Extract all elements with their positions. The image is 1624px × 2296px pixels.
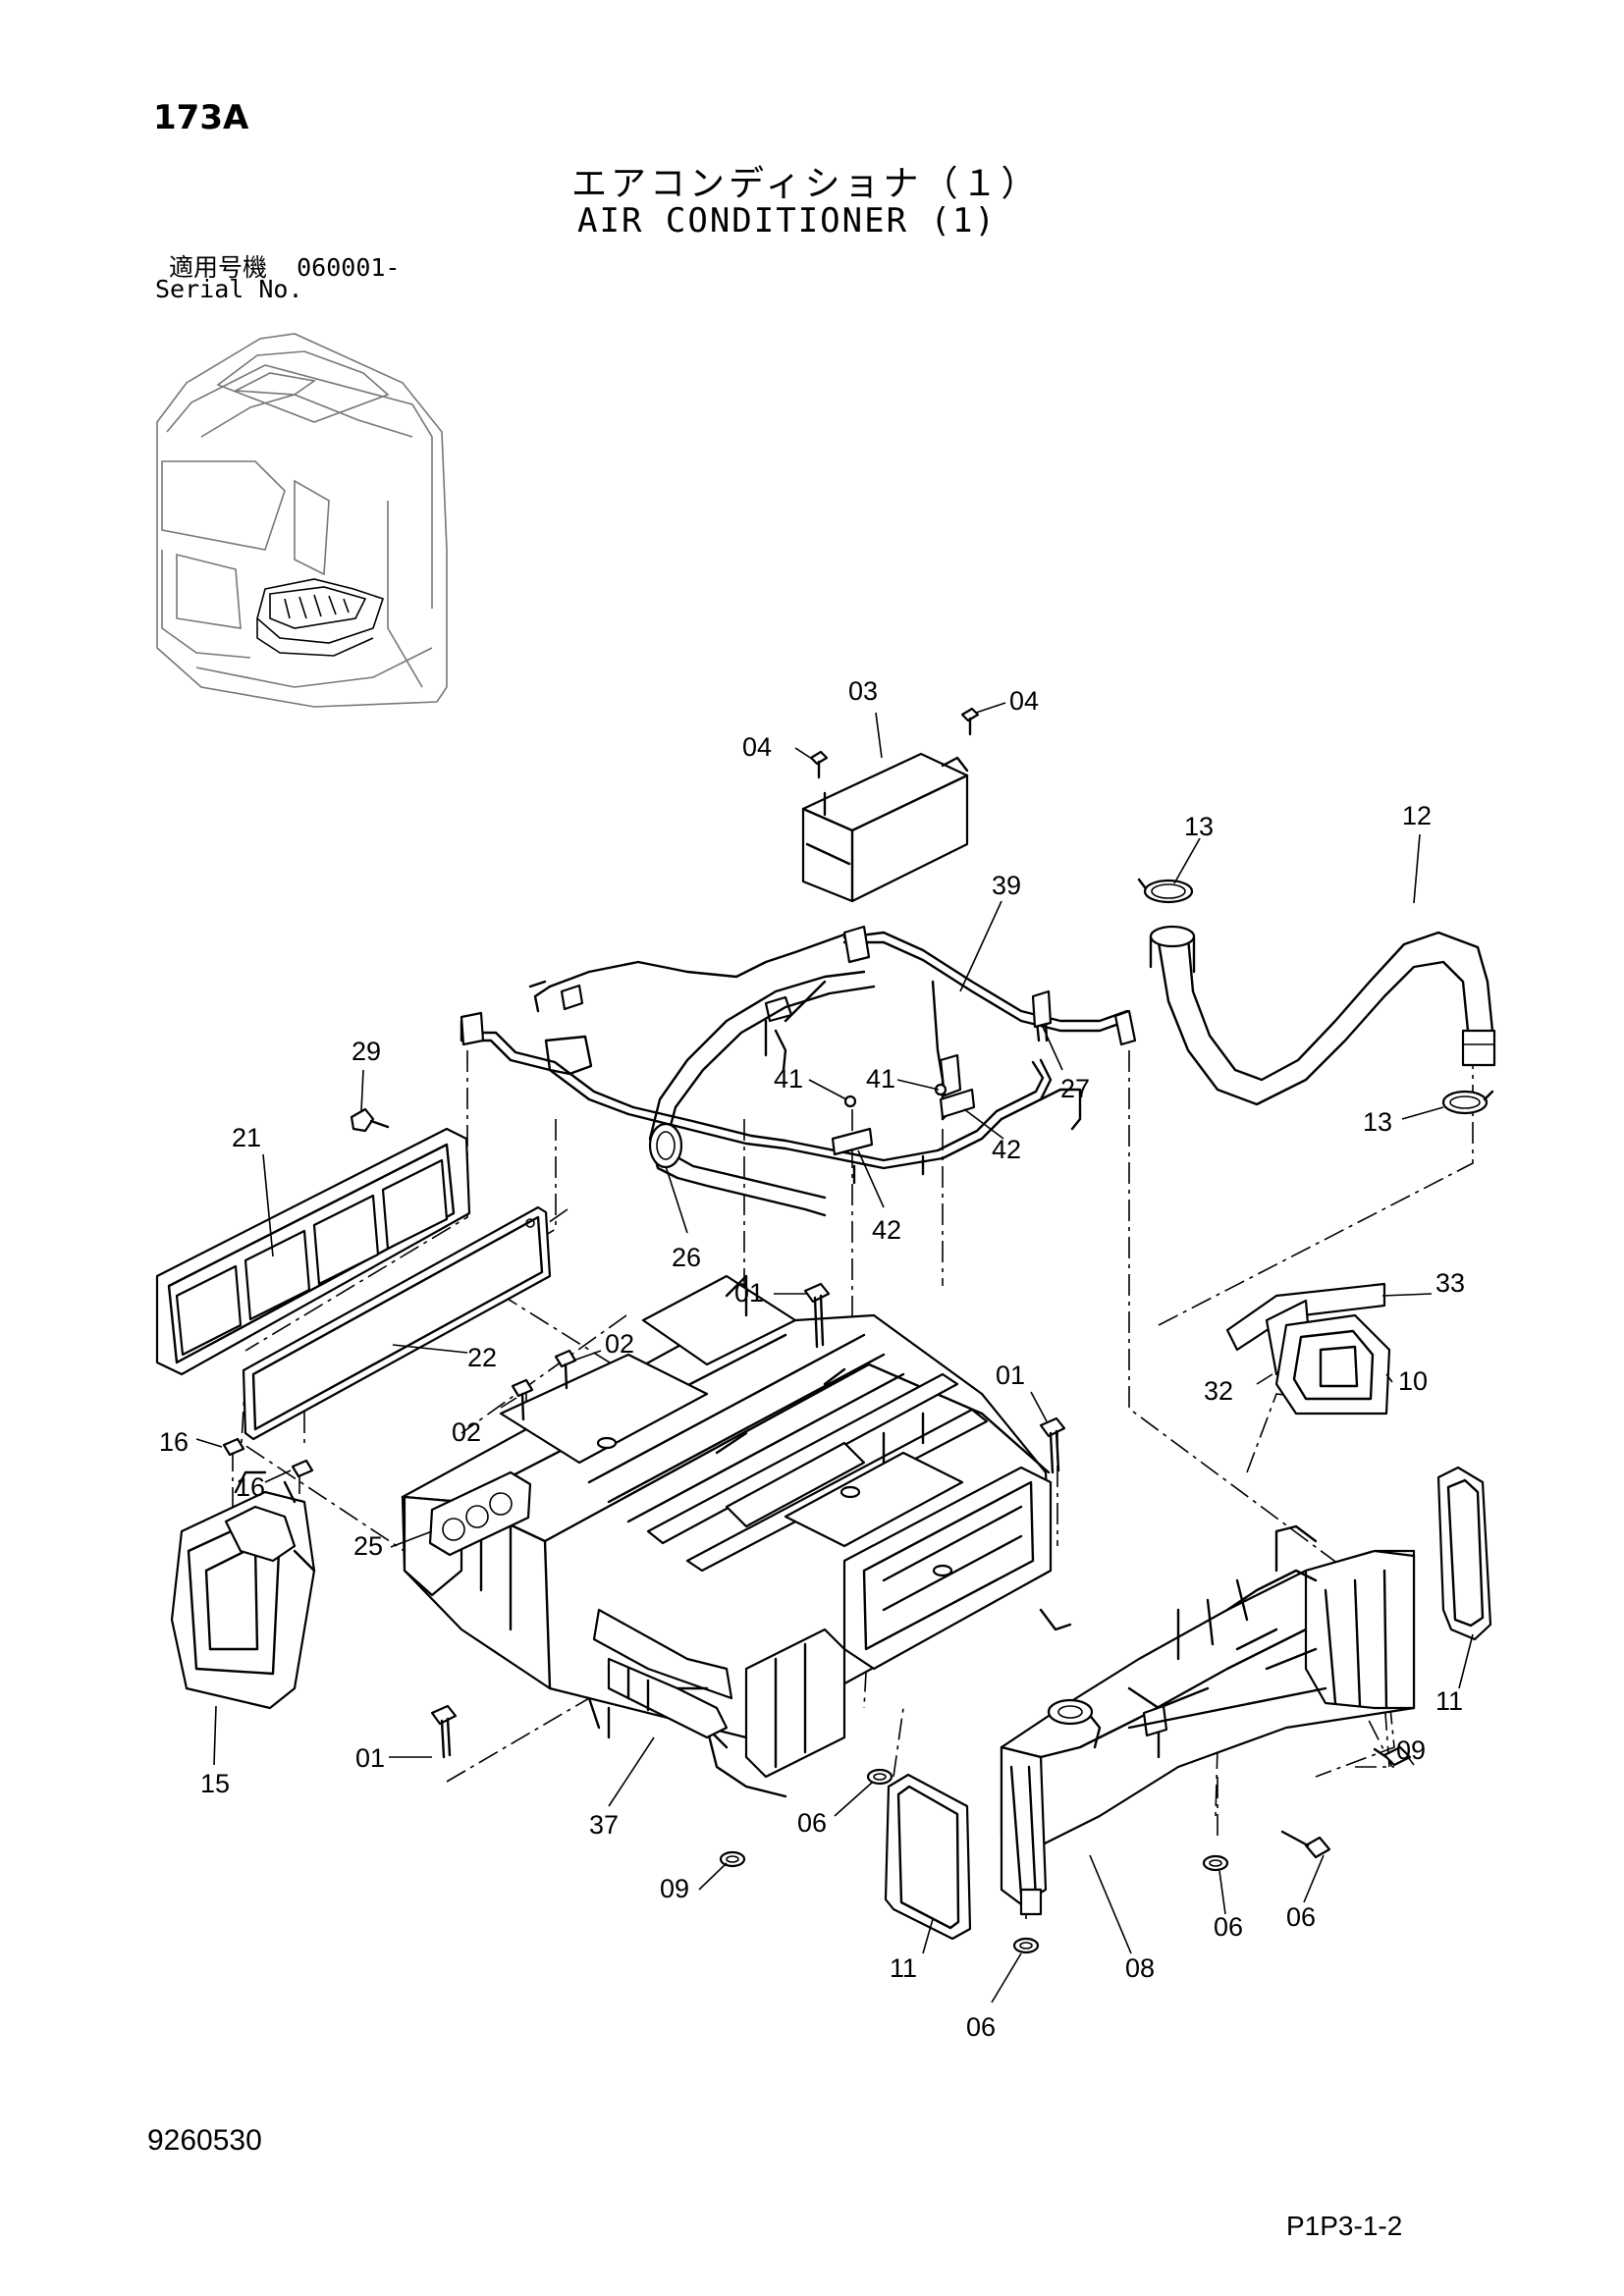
serial-number-value: 060001- [297, 253, 401, 282]
callout-label: 13 [1184, 812, 1214, 841]
callout-label: 39 [992, 871, 1021, 900]
duct-part-10 [1274, 1313, 1391, 1415]
hvac-main-unit [401, 1274, 1072, 1798]
callout-label: 03 [848, 676, 878, 706]
callout-label: 01 [734, 1278, 764, 1308]
callout-labels: 03 04 04 13 12 39 29 41 27 21 41 13 42 4… [159, 676, 1465, 2042]
callout-label: 32 [1204, 1376, 1233, 1406]
bolt-part-09 [1280, 1745, 1412, 1859]
callout-label: 16 [236, 1472, 265, 1502]
callout-label: 41 [774, 1064, 803, 1094]
callout-label: 09 [660, 1874, 689, 1903]
page-code: 173A [153, 98, 249, 137]
callout-label: 13 [1363, 1107, 1392, 1137]
serial-label-english: Serial No. [155, 275, 303, 303]
callout-label: 33 [1435, 1268, 1465, 1298]
filter-frame-part-21 [155, 1127, 471, 1376]
bolt-part-01 [430, 1282, 1066, 1759]
cab-locator-illustration [156, 333, 448, 708]
title-japanese: エアコンディショナ（１） [571, 164, 1041, 204]
knob-part-29 [350, 1107, 390, 1133]
callout-label: 21 [232, 1123, 261, 1152]
callout-label: 08 [1125, 1953, 1155, 1983]
callout-label: 42 [992, 1135, 1021, 1164]
clips-parts-41-42-27 [831, 989, 1053, 1156]
seal-part-33 [1225, 1282, 1386, 1352]
callout-label: 11 [1435, 1686, 1463, 1716]
callout-label: 41 [866, 1064, 895, 1094]
wiring-harness-part-39 [460, 925, 1137, 1185]
callout-label: 37 [589, 1810, 619, 1840]
callout-label: 16 [159, 1427, 189, 1457]
callout-label: 06 [1286, 1902, 1316, 1932]
callout-label: 22 [467, 1343, 497, 1372]
gasket-part-25 [428, 1470, 532, 1557]
page-reference: P1P3-1-2 [1286, 2211, 1403, 2241]
controller-box-part-03 [801, 752, 969, 903]
callout-label: 10 [1398, 1366, 1428, 1396]
callout-label: 02 [452, 1417, 481, 1447]
callout-label: 11 [890, 1953, 917, 1983]
callout-label: 15 [200, 1769, 230, 1798]
grommet-part-06 [719, 1768, 1229, 1954]
serial-label-jp-text: 適用号機 [169, 253, 268, 282]
filter-part-22 [242, 1205, 552, 1441]
document-number: 9260530 [147, 2124, 262, 2157]
callout-label: 42 [872, 1215, 901, 1245]
callout-label: 25 [353, 1531, 383, 1561]
callout-label: 27 [1060, 1074, 1090, 1103]
serial-label-japanese: 適用号機 060001- [169, 248, 400, 284]
pipe-part-37 [607, 1657, 729, 1739]
title-english: AIR CONDITIONER (1) [577, 201, 997, 240]
callout-label: 04 [742, 732, 772, 762]
callout-label: 09 [1396, 1735, 1426, 1765]
hose-clamp-part-13 [1137, 878, 1494, 1115]
callout-label: 29 [352, 1037, 381, 1066]
callout-label: 02 [605, 1329, 634, 1359]
hose-part-12 [1149, 925, 1496, 1106]
callout-label: 01 [355, 1743, 385, 1773]
drain-hose-part-26 [648, 970, 876, 1217]
housing-part-08 [1000, 1524, 1416, 1916]
callout-label: 06 [966, 2012, 996, 2042]
screw-part-16 [222, 1437, 314, 1478]
callout-label: 12 [1402, 801, 1432, 830]
callout-label: 26 [672, 1243, 701, 1272]
seal-part-11 [884, 1466, 1492, 1941]
duct-part-15 [170, 1470, 316, 1710]
callout-label: 01 [996, 1361, 1025, 1390]
callout-label: 04 [1009, 686, 1039, 716]
callout-label: 06 [1214, 1912, 1243, 1942]
bolt-part-02 [511, 1349, 577, 1421]
callout-leader-lines [195, 702, 1474, 2003]
callout-label: 06 [797, 1808, 827, 1838]
